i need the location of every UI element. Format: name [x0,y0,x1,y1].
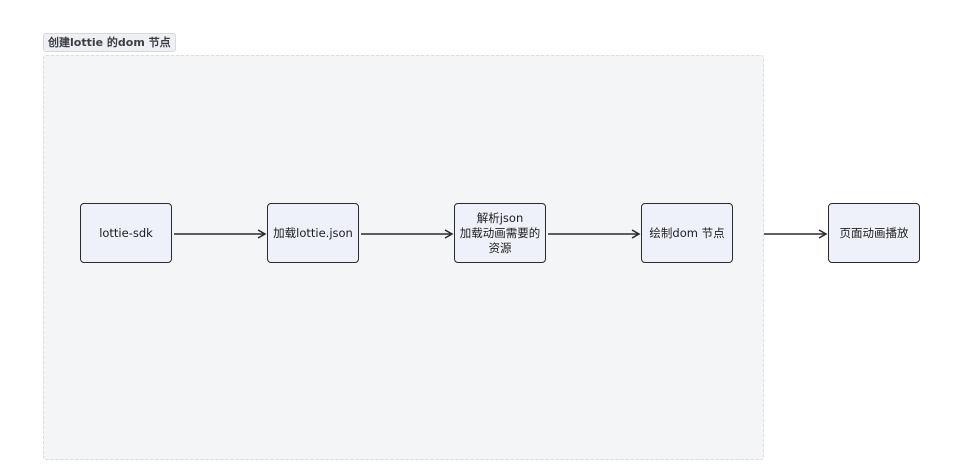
node-label: lottie-sdk [99,225,153,240]
node-label: 加载lottie.json [273,225,353,240]
node-play-animation[interactable]: 页面动画播放 [828,203,920,263]
node-label-line-2: 加载动画需要的 [459,225,541,240]
node-lottie-sdk[interactable]: lottie-sdk [80,203,172,263]
node-draw-dom[interactable]: 绘制dom 节点 [641,203,733,263]
node-label-line-1: 解析json [476,210,524,225]
node-label: 绘制dom 节点 [649,225,725,240]
group-label: 创建lottie 的dom 节点 [43,33,176,52]
node-parse-json[interactable]: 解析json 加载动画需要的 资源 [454,203,546,263]
node-load-json[interactable]: 加载lottie.json [267,203,359,263]
node-label: 页面动画播放 [839,225,909,240]
node-label-line-3: 资源 [488,240,512,255]
